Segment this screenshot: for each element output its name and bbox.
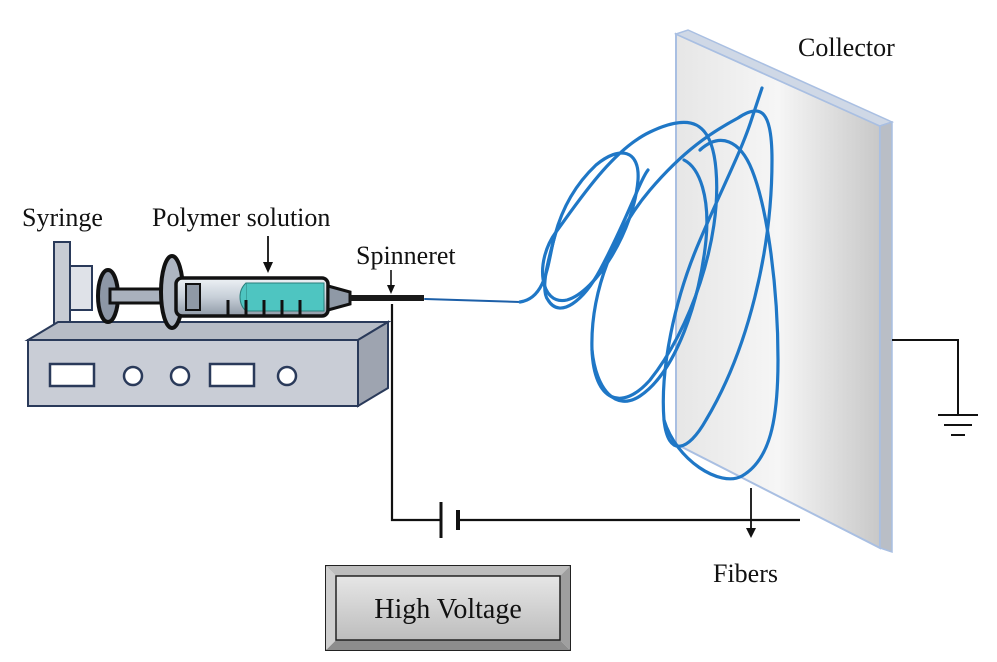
polymer-solution-label: Polymer solution	[152, 203, 330, 232]
high-voltage-label: High Voltage	[374, 594, 522, 625]
pump-knob	[122, 365, 144, 387]
polymer-solution-arrow	[263, 236, 273, 273]
syringe-pump	[24, 241, 392, 408]
pump-knob	[169, 365, 191, 387]
polymer-solution-fill	[245, 282, 325, 312]
fibers-label: Fibers	[713, 559, 778, 588]
collector-plate	[673, 29, 895, 554]
spinneret-label: Spinneret	[356, 241, 456, 270]
high-voltage-supply: High Voltage	[325, 565, 571, 651]
ground-icon	[938, 414, 978, 436]
battery-icon	[439, 502, 460, 538]
collector-label: Collector	[798, 33, 895, 62]
syringe-label: Syringe	[22, 203, 103, 232]
pump-knob	[276, 365, 298, 387]
fiber-jet	[424, 86, 780, 481]
ground-wire	[892, 339, 959, 415]
pump-display-left	[48, 362, 96, 388]
fibers-arrow	[746, 488, 756, 538]
pump-display-right	[208, 362, 256, 388]
spinneret-arrow	[387, 270, 395, 294]
circuit-wires	[390, 304, 800, 522]
syringe	[96, 254, 424, 330]
